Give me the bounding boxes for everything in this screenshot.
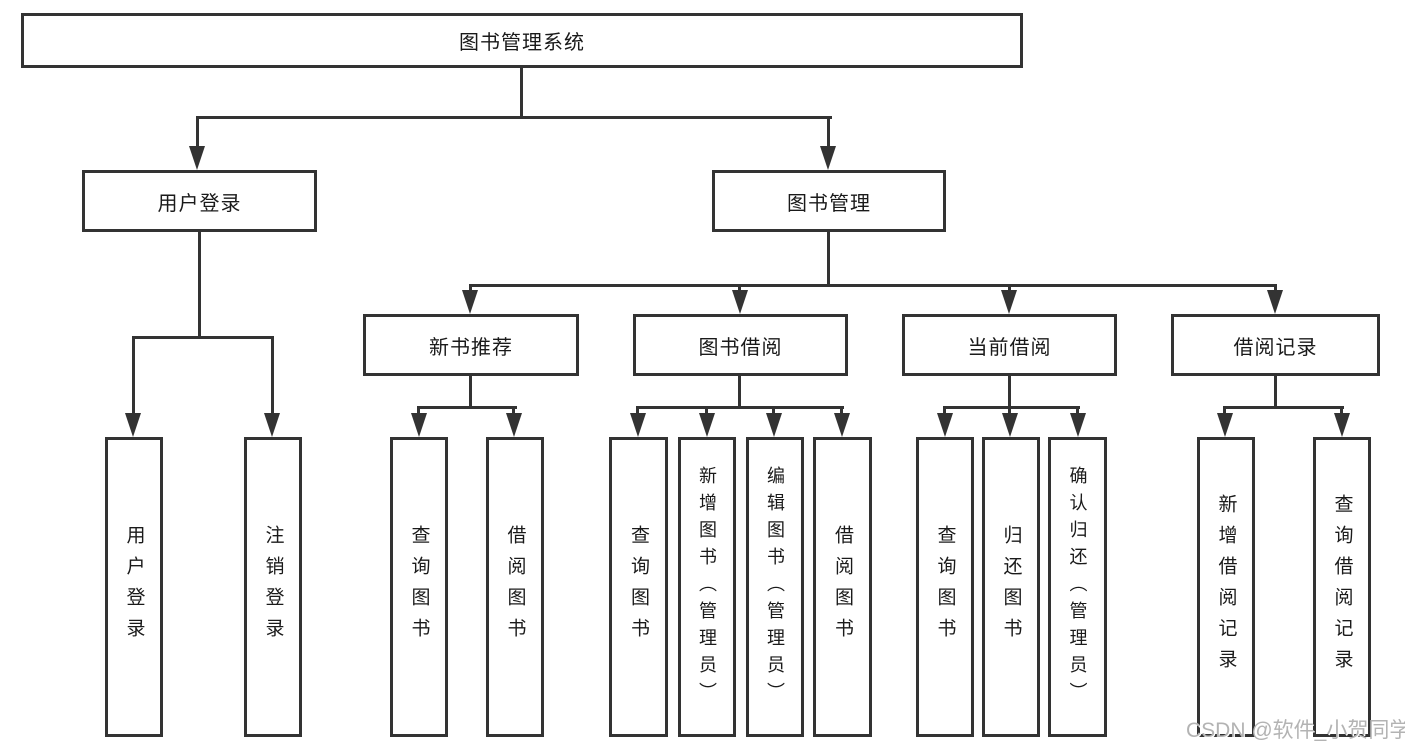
- node-current-borrow: 当前借阅: [902, 314, 1117, 376]
- leaf-label: 查询图书: [408, 525, 430, 649]
- connector-line: [943, 406, 946, 413]
- node-book-management: 图书管理: [712, 170, 946, 232]
- connector-line: [827, 232, 830, 287]
- connector-line: [1340, 406, 1343, 413]
- arrow-down-icon: [1267, 290, 1283, 314]
- connector-line: [738, 376, 741, 409]
- connector-line: [1274, 376, 1277, 409]
- arrow-down-icon: [937, 413, 953, 437]
- leaf-query-books: 查询图书: [390, 437, 448, 737]
- arrow-down-icon: [766, 413, 782, 437]
- connector-line: [469, 376, 472, 409]
- arrow-down-icon: [125, 413, 141, 437]
- arrow-down-icon: [506, 413, 522, 437]
- arrow-down-icon: [820, 146, 836, 170]
- connector-line: [1008, 406, 1011, 413]
- leaf-label: 编辑图书（管理员）: [765, 465, 785, 709]
- arrow-down-icon: [1217, 413, 1233, 437]
- leaf-borrow-books: 借阅图书: [813, 437, 872, 737]
- leaf-user-login: 用户登录: [105, 437, 163, 737]
- arrow-down-icon: [411, 413, 427, 437]
- connector-line: [705, 406, 708, 413]
- leaf-label: 借阅图书: [832, 525, 853, 649]
- leaf-label: 用户登录: [123, 525, 145, 649]
- leaf-label: 查询借阅记录: [1331, 494, 1353, 680]
- connector-line: [1223, 406, 1344, 409]
- connector-line: [1008, 284, 1011, 292]
- connector-line: [132, 336, 274, 339]
- connector-line: [1223, 406, 1226, 413]
- leaf-label: 查询图书: [934, 525, 956, 649]
- connector-line: [196, 116, 832, 119]
- connector-line: [943, 406, 1080, 409]
- connector-line: [417, 406, 420, 413]
- arrow-down-icon: [462, 290, 478, 314]
- leaf-label: 确认归还（管理员）: [1067, 465, 1088, 709]
- connector-line: [417, 406, 517, 409]
- arrow-down-icon: [1334, 413, 1350, 437]
- leaf-label: 归还图书: [1000, 525, 1022, 649]
- node-user-login: 用户登录: [82, 170, 317, 232]
- connector-line: [1008, 376, 1011, 409]
- arrow-down-icon: [834, 413, 850, 437]
- leaf-label: 新增借阅记录: [1215, 494, 1237, 680]
- leaf-label: 新增图书（管理员）: [697, 465, 717, 709]
- node-borrow-record: 借阅记录: [1171, 314, 1380, 376]
- arrow-down-icon: [189, 146, 205, 170]
- connector-line: [738, 284, 741, 292]
- arrow-down-icon: [630, 413, 646, 437]
- connector-line: [271, 336, 274, 413]
- leaf-label: 注销登录: [262, 525, 284, 649]
- leaf-query-books: 查询图书: [609, 437, 668, 737]
- leaf-confirm-return-admin: 确认归还（管理员）: [1048, 437, 1107, 737]
- arrow-down-icon: [1002, 413, 1018, 437]
- connector-line: [1274, 284, 1277, 292]
- leaf-label: 借阅图书: [504, 525, 526, 649]
- node-root-system: 图书管理系统: [21, 13, 1023, 68]
- leaf-add-borrow-record: 新增借阅记录: [1197, 437, 1255, 737]
- csdn-watermark: CSDN @软件_小贺同学: [1186, 719, 1405, 742]
- connector-line: [520, 66, 523, 118]
- arrow-down-icon: [699, 413, 715, 437]
- leaf-add-books-admin: 新增图书（管理员）: [678, 437, 736, 737]
- connector-line: [827, 116, 830, 148]
- connector-line: [1076, 406, 1079, 413]
- node-book-borrow: 图书借阅: [633, 314, 848, 376]
- connector-line: [840, 406, 843, 413]
- arrow-down-icon: [264, 413, 280, 437]
- connector-line: [512, 406, 515, 413]
- arrow-down-icon: [732, 290, 748, 314]
- node-new-book-recommend: 新书推荐: [363, 314, 579, 376]
- connector-line: [772, 406, 775, 413]
- connector-line: [636, 406, 844, 409]
- connector-line: [636, 406, 639, 413]
- leaf-query-books: 查询图书: [916, 437, 974, 737]
- connector-line: [196, 116, 199, 148]
- connector-line: [132, 336, 135, 413]
- connector-line: [469, 284, 472, 292]
- leaf-label: 查询图书: [628, 525, 649, 649]
- connector-line: [469, 284, 1277, 287]
- leaf-query-borrow-record: 查询借阅记录: [1313, 437, 1371, 737]
- leaf-borrow-books: 借阅图书: [486, 437, 544, 737]
- arrow-down-icon: [1070, 413, 1086, 437]
- arrow-down-icon: [1001, 290, 1017, 314]
- leaf-edit-books-admin: 编辑图书（管理员）: [746, 437, 804, 737]
- leaf-logout: 注销登录: [244, 437, 302, 737]
- connector-line: [198, 232, 201, 339]
- leaf-return-books: 归还图书: [982, 437, 1040, 737]
